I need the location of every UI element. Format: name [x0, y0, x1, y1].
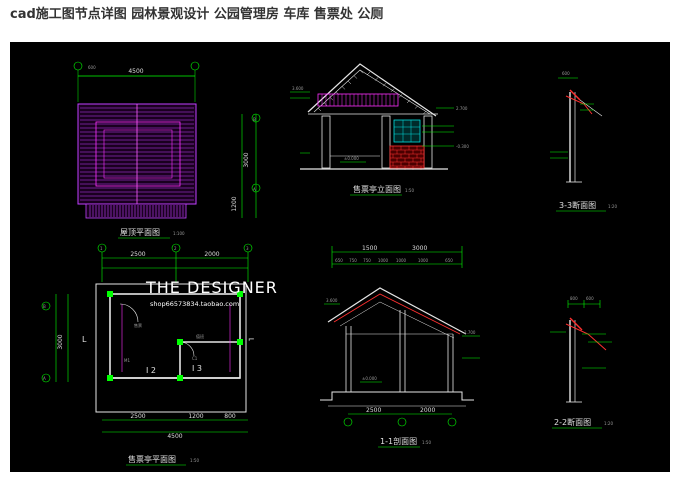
roof-plan: 4500 B A 3000 1200 600 屋顶平面图 1:100	[73, 61, 261, 239]
caption-elevation: 售票亭立面图	[353, 184, 401, 194]
scale-floor-plan: 1:50	[190, 458, 199, 463]
caption-section-33: 3-3断面图	[559, 200, 596, 210]
watermark-shop: shop66573834.taobao.com	[150, 300, 239, 308]
detail-3-3: 600 3-3断面图 1:20	[550, 71, 617, 212]
room-label-m1: M1	[124, 358, 130, 363]
elev-mark-2: 2.700	[456, 106, 468, 111]
section-top-dim-1: 1500	[362, 245, 377, 252]
detail-22-dim-1: 800	[570, 296, 578, 301]
section-row2-dim: 1000	[378, 258, 389, 263]
svg-text:⌐: ⌐	[248, 335, 255, 344]
scale-section-22: 1:20	[604, 421, 613, 426]
caption-floor-plan: 售票亭平面图	[128, 454, 176, 464]
caption-section-22: 2-2断面图	[554, 417, 591, 427]
caption-section-11: 1-1剖面图	[380, 436, 417, 446]
caption-roof-plan: 屋顶平面图	[120, 228, 160, 237]
plan-top-dim-2: 2000	[204, 251, 219, 258]
plan-bottom-dim-2: 1200	[188, 413, 203, 420]
scale-section-33: 1:20	[608, 204, 617, 209]
plan-bottom-total: 4500	[167, 433, 182, 440]
roof-depth-dim: 3000	[243, 152, 250, 167]
detail-33-dim: 600	[562, 71, 570, 76]
watermark: THE DESIGNER shop66573834.taobao.com	[145, 278, 278, 308]
axis-mark-3: 3	[246, 246, 249, 251]
room-label-c1: C1	[192, 356, 198, 361]
section-row2-dim: 1000	[418, 258, 429, 263]
room-label-duty: 值班	[196, 333, 204, 339]
elevation-view: 3.600 ±0.000 2.700 -0.300 售票亭立面图 1:50	[290, 63, 469, 196]
sec-elev-1: 3.600	[326, 298, 338, 303]
section-row2-dim: 650	[445, 258, 453, 263]
detail-22-dim-2: 600	[586, 296, 594, 301]
elev-mark-3: -0.300	[456, 144, 469, 149]
section-1-1: 1500 3000 650 750 750 1000 1000 1000 650 3.600…	[320, 245, 480, 448]
sec-elev-3: ±0.000	[362, 376, 377, 381]
sec-elev-2: 2.700	[464, 330, 476, 335]
section-row2-dim: 750	[363, 258, 371, 263]
page-title: cad施工图节点详图 园林景观设计 公园管理房 车库 售票处 公厕	[10, 7, 384, 22]
elev-mark-0: ±0.000	[344, 156, 359, 161]
axis-mark-2: 2	[174, 246, 177, 251]
room-label-sell: 售票	[134, 322, 142, 328]
section-bottom-dim-1: 2500	[366, 407, 381, 414]
axis-mark-a-plan: A	[43, 376, 46, 381]
axis-mark-1: 1	[100, 246, 103, 251]
svg-text:I 3: I 3	[192, 364, 202, 373]
floor-plan: 1 2 3 2500 2000 售票 值班 C1 M1 I 2 I 3 L ⌐	[41, 243, 255, 466]
watermark-brand: THE DESIGNER	[145, 278, 278, 297]
section-row2-dim: 1000	[396, 258, 407, 263]
scale-roof-plan: 1:100	[173, 231, 185, 236]
scale-elevation: 1:50	[405, 188, 414, 193]
cad-drawing-svg: 4500 B A 3000 1200 600 屋顶平面图 1:100	[41, 61, 617, 466]
svg-text:I 2: I 2	[146, 366, 156, 375]
roof-overhang-dim: 1200	[231, 196, 238, 211]
plan-bottom-dim-1: 2500	[130, 413, 145, 420]
section-row2-dim: 650	[335, 258, 343, 263]
section-top-dim-2: 3000	[412, 245, 427, 252]
section-row2-dim: 750	[349, 258, 357, 263]
scale-section-11: 1:50	[422, 440, 431, 445]
section-bottom-dim-2: 2000	[420, 407, 435, 414]
plan-top-dim-1: 2500	[130, 251, 145, 258]
cad-drawing-image: 4500 B A 3000 1200 600 屋顶平面图 1:100	[10, 42, 670, 472]
plan-bottom-dim-3: 800	[224, 413, 236, 420]
axis-mark-b-plan: B	[43, 304, 46, 309]
svg-text:L: L	[82, 335, 87, 344]
plan-left-dim: 3000	[57, 334, 64, 349]
elev-mark-1: 3.600	[292, 86, 304, 91]
axis-mark-a: A	[253, 187, 256, 192]
detail-2-2: 800 600 2-2断面图 1:20	[550, 296, 613, 429]
axis-mark-b: B	[253, 117, 256, 122]
roof-overhang-top: 600	[88, 65, 96, 70]
roof-width-dim: 4500	[128, 68, 143, 75]
